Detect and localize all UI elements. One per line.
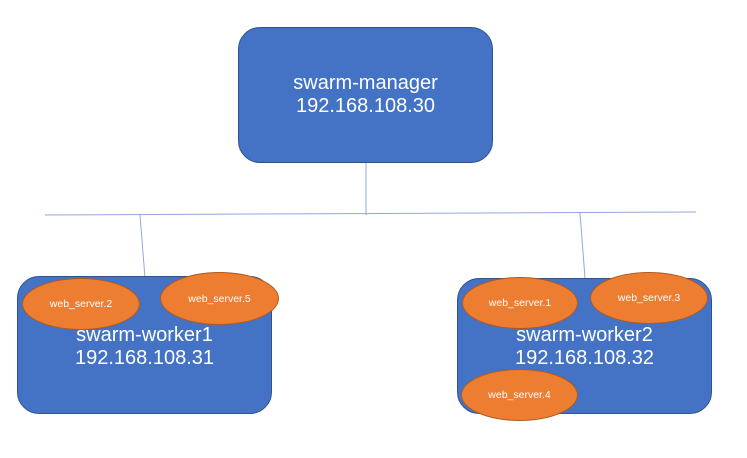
worker2-label: swarm-worker2 192.168.108.32 <box>458 324 711 370</box>
service-web-server-4: web_server.4 <box>461 369 578 421</box>
worker2-name: swarm-worker2 <box>516 324 653 346</box>
worker1-name: swarm-worker1 <box>76 324 213 346</box>
service-web-server-3: web_server.3 <box>590 272 708 324</box>
service-label: web_server.4 <box>488 389 551 401</box>
worker1-link-line <box>139 214 146 279</box>
network-bus-line <box>44 211 697 216</box>
service-web-server-5: web_server.5 <box>160 272 279 325</box>
manager-ip: 192.168.108.30 <box>295 95 436 117</box>
worker1-ip: 192.168.108.31 <box>74 347 215 369</box>
service-label: web_server.1 <box>488 297 552 309</box>
manager-name: swarm-manager <box>293 72 438 94</box>
manager-node: swarm-manager 192.168.108.30 <box>238 27 493 163</box>
service-web-server-1: web_server.1 <box>462 277 578 329</box>
service-label: web_server.3 <box>617 292 681 304</box>
manager-label: swarm-manager 192.168.108.30 <box>239 72 492 118</box>
worker2-link-line <box>579 212 586 279</box>
service-web-server-2: web_server.2 <box>22 278 140 330</box>
worker1-label: swarm-worker1 192.168.108.31 <box>18 324 271 370</box>
service-label: web_server.5 <box>188 292 251 305</box>
service-label: web_server.2 <box>49 298 113 310</box>
worker2-ip: 192.168.108.32 <box>514 347 655 369</box>
